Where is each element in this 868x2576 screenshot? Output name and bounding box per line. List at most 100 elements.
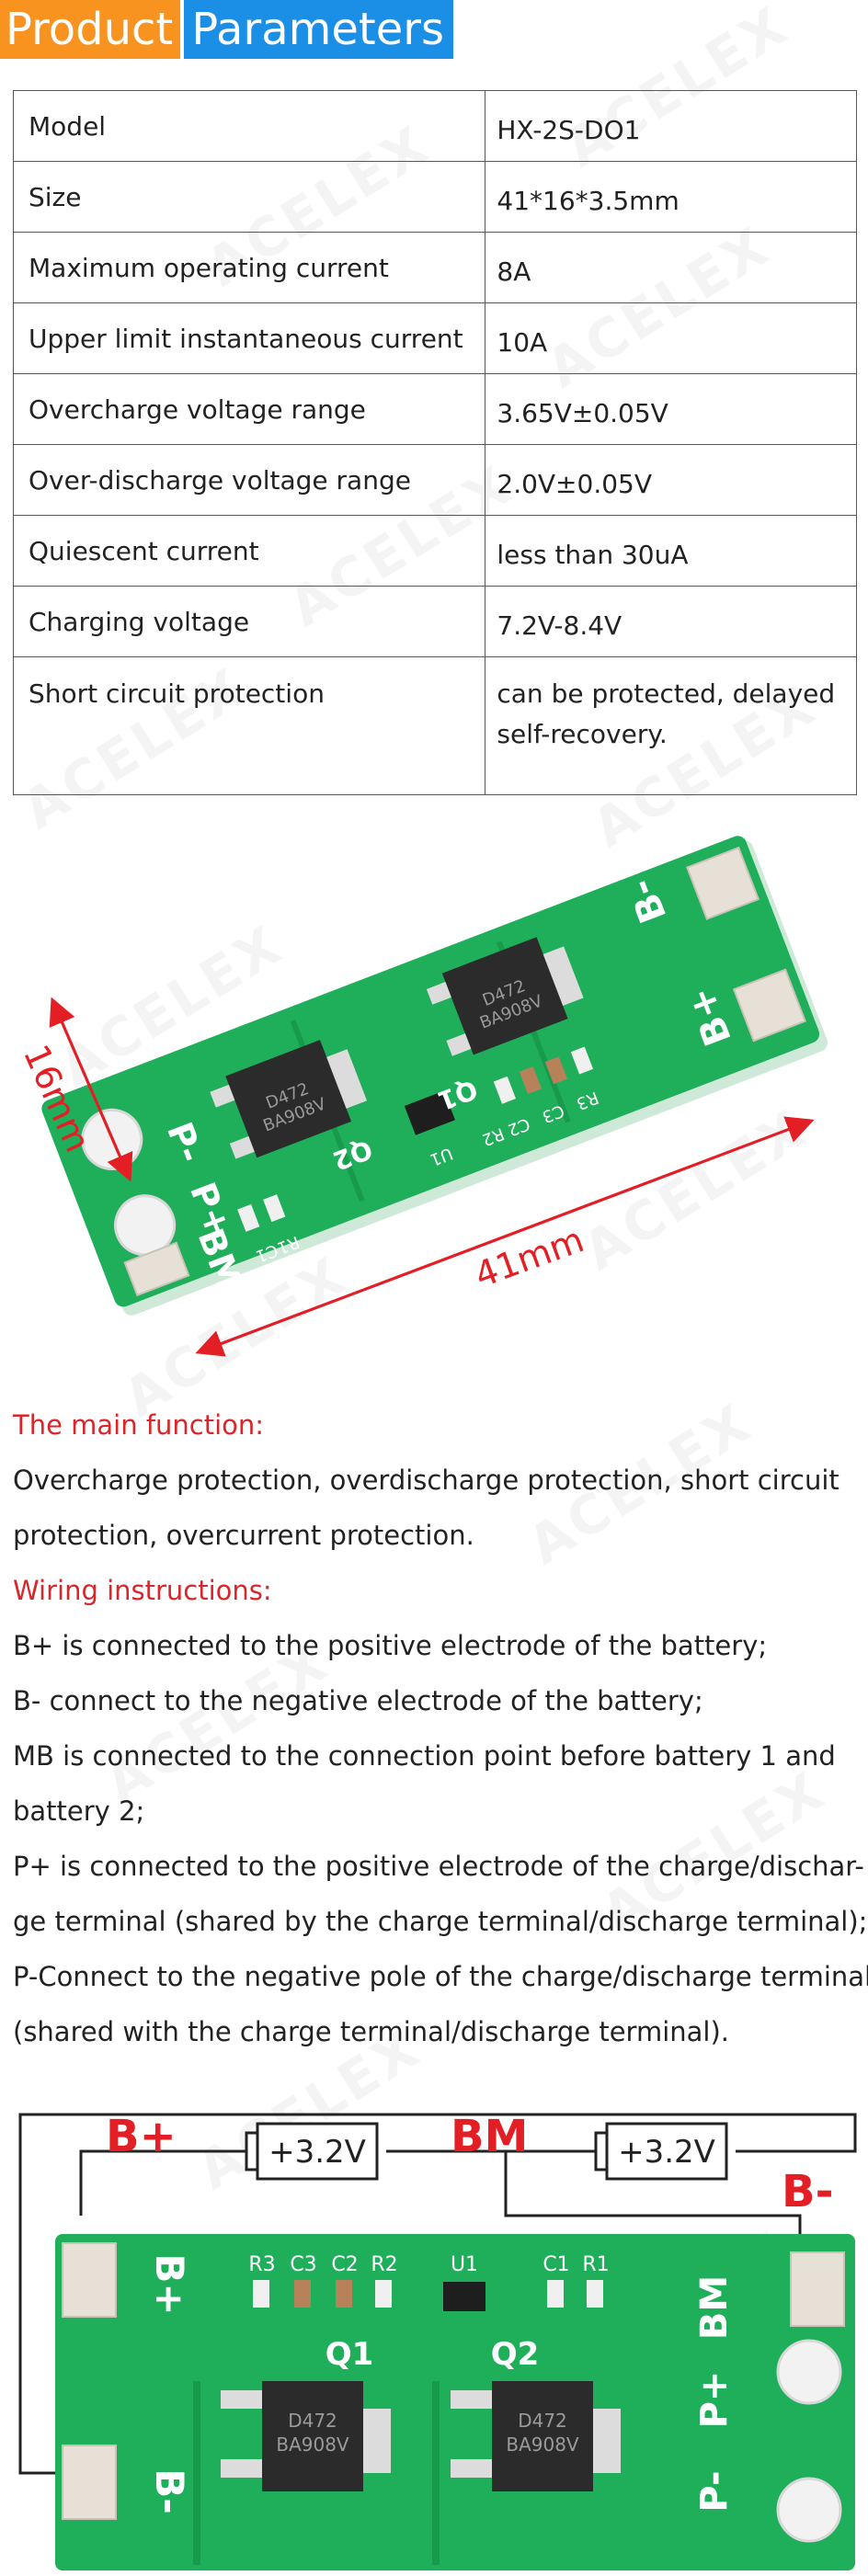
silk-label: C1 xyxy=(542,2253,569,2276)
battery-terminal xyxy=(245,2131,259,2171)
smd-component xyxy=(519,1066,542,1095)
battery-2-voltage: +3.2V xyxy=(618,2134,715,2171)
silk-label: U1 xyxy=(451,2253,478,2276)
param-value: 2.0V±0.05V xyxy=(485,444,857,516)
param-value-text: less than 30uA xyxy=(497,539,689,570)
param-label: Overcharge voltage range xyxy=(12,373,486,445)
param-label: Charging voltage xyxy=(12,586,486,657)
pad-bm xyxy=(123,1241,190,1297)
wiring-line: (shared with the charge terminal/dischar… xyxy=(13,2016,729,2047)
mosfet-q2 xyxy=(492,2381,593,2491)
heading-wiring-instructions: Wiring instructions: xyxy=(13,1575,272,1606)
pcb-board xyxy=(41,836,820,1307)
param-value: 41*16*3.5mm xyxy=(485,161,857,233)
mosfet-tab xyxy=(326,1049,368,1109)
table-row: Model HX-2S-DO1 xyxy=(12,90,857,162)
battery-terminal xyxy=(594,2131,609,2171)
mosfet-marking: D472 xyxy=(288,2410,337,2432)
silk-label: C3 xyxy=(290,2253,316,2276)
table-row: Quiescent current less than 30uA xyxy=(12,515,857,587)
param-value-text: 8A xyxy=(497,256,531,287)
pad-b-plus xyxy=(62,2242,117,2318)
pad-b-minus xyxy=(62,2445,117,2520)
table-row: Short circuit protection can be protecte… xyxy=(12,656,857,795)
param-value-text: 7.2V-8.4V xyxy=(497,610,622,641)
smd-component xyxy=(587,2280,603,2308)
param-label: Short circuit protection xyxy=(12,656,486,795)
silk-label: C2 xyxy=(331,2253,358,2276)
table-row: Over-discharge voltage range 2.0V±0.05V xyxy=(12,444,857,516)
table-row: Size 41*16*3.5mm xyxy=(12,161,857,233)
silk-label: R3 xyxy=(248,2253,275,2276)
mosfet-tab xyxy=(363,2409,391,2473)
mosfet-marking: BA908V xyxy=(506,2434,579,2456)
smd-component xyxy=(493,1076,517,1104)
smd-component xyxy=(294,2280,311,2308)
param-value-text: 41*16*3.5mm xyxy=(497,185,680,216)
parameters-table: Model HX-2S-DO1 Size 41*16*3.5mm Maximum… xyxy=(12,90,857,795)
mosfet-leg xyxy=(210,1084,235,1108)
pad-b-plus xyxy=(732,968,806,1043)
param-value: HX-2S-DO1 xyxy=(485,90,857,162)
silk-label: R1 xyxy=(582,2253,609,2276)
mosfet-leg xyxy=(426,982,451,1005)
smd-component xyxy=(375,2280,392,2308)
table-row: Upper limit instantaneous current 10A xyxy=(12,302,857,374)
wiring-line: MB is connected to the connection point … xyxy=(13,1740,836,1772)
smd-component xyxy=(336,2280,352,2308)
label-b-plus: B+ xyxy=(106,2111,177,2162)
battery-2 xyxy=(605,2122,728,2181)
table-row: Maximum operating current 8A xyxy=(12,232,857,303)
mosfet-leg xyxy=(229,1135,255,1159)
param-label: Quiescent current xyxy=(12,515,486,587)
smd-component xyxy=(263,1194,286,1223)
param-label: Upper limit instantaneous current xyxy=(12,302,486,374)
wiring-line: P-Connect to the negative pole of the ch… xyxy=(13,1961,868,1992)
param-label: Over-discharge voltage range xyxy=(12,444,486,516)
param-label: Size xyxy=(12,161,486,233)
param-value-text: HX-2S-DO1 xyxy=(497,114,641,145)
description-section: The main function: Overcharge protection… xyxy=(13,1397,868,2059)
param-value: 8A xyxy=(485,232,857,303)
pad-b-minus xyxy=(685,846,760,920)
function-line: Overcharge protection, overdischarge pro… xyxy=(13,1465,839,1496)
header-word-product: Product xyxy=(0,0,181,59)
silk-label: P- xyxy=(693,2470,736,2512)
label-b-minus: B- xyxy=(782,2166,834,2217)
label-bm: BM xyxy=(451,2111,528,2162)
wire xyxy=(18,2113,857,2475)
silk-label: B- xyxy=(147,2468,192,2513)
wiring-line: ge terminal (shared by the charge termin… xyxy=(13,1906,868,1937)
silk-label: Q2 xyxy=(491,2336,540,2373)
header-word-parameters: Parameters xyxy=(184,0,453,59)
silk-label: R2 xyxy=(371,2253,397,2276)
wire xyxy=(79,2149,248,2216)
mosfet-q1 xyxy=(262,2381,363,2491)
mosfet-leg xyxy=(451,2459,492,2478)
ic-u1 xyxy=(404,1090,455,1135)
param-value-line: can be protected, delayed xyxy=(497,678,836,709)
smd-component xyxy=(253,2280,269,2308)
battery-1 xyxy=(256,2122,379,2181)
table-row: Overcharge voltage range 3.65V±0.05V xyxy=(12,373,857,445)
silk-label: B+ xyxy=(147,2253,192,2315)
param-value: less than 30uA xyxy=(485,515,857,587)
wiring-line: battery 2; xyxy=(13,1795,145,1827)
wiring-line: B+ is connected to the positive electrod… xyxy=(13,1630,768,1661)
mosfet-leg xyxy=(446,1033,472,1056)
param-value: 3.65V±0.05V xyxy=(485,373,857,445)
mosfet-q1 xyxy=(441,937,568,1055)
pad-p-minus-round xyxy=(776,2477,842,2543)
smd-component xyxy=(237,1203,260,1232)
param-value: 10A xyxy=(485,302,857,374)
smd-component xyxy=(547,2280,564,2308)
heading-main-function: The main function: xyxy=(13,1409,265,1441)
silk-label: P+ xyxy=(693,2371,736,2429)
dimension-label-length: 41mm xyxy=(470,1219,589,1295)
wiring-line: P+ is connected to the positive electrod… xyxy=(13,1851,864,1882)
function-line: protection, overcurrent protection. xyxy=(13,1520,474,1551)
pad-p-plus-round xyxy=(776,2339,842,2405)
param-value-line: self-recovery. xyxy=(497,719,668,749)
mosfet-tab xyxy=(593,2409,621,2473)
dimension-arrow-width xyxy=(49,997,131,1178)
